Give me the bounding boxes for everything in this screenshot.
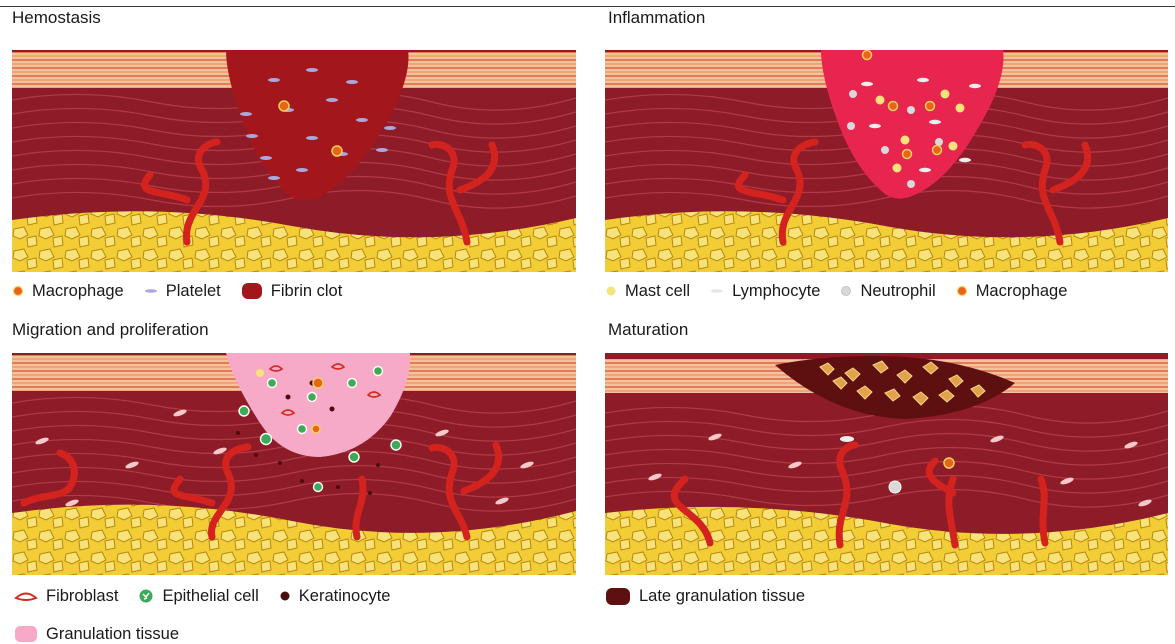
legend-label-macrophage: Macrophage: [32, 281, 124, 301]
legend-label-late-granulation-tissue: Late granulation tissue: [639, 586, 805, 606]
panel-title-inflammation: Inflammation: [608, 8, 705, 28]
legend-label-epithelial-cell: Epithelial cell: [162, 586, 258, 606]
macrophage-cell: [312, 425, 320, 433]
legend-item-late-granulation-tissue: Late granulation tissue: [605, 586, 805, 606]
macrophage-cell: [944, 458, 954, 468]
neutrophil-cell: [889, 481, 901, 493]
epithelial-cell-icon: [138, 588, 154, 604]
legend-label-granulation-tissue: Granulation tissue: [46, 624, 179, 644]
migration-illustration: [12, 353, 576, 575]
panel-title-migration: Migration and proliferation: [12, 320, 209, 340]
legend-item-granulation-tissue: Granulation tissue: [14, 624, 179, 644]
legend-item-mast-cell: Mast cell: [605, 281, 690, 301]
late-granulation-tissue-icon: [605, 586, 631, 606]
hemostasis-illustration: [12, 50, 576, 272]
legend-item-keratinocyte: Keratinocyte: [279, 586, 391, 606]
legend-item-macrophage-2: Macrophage: [956, 281, 1068, 301]
legend-item-platelet: Platelet: [144, 281, 221, 301]
granulation-tissue-icon: [14, 625, 38, 643]
macrophage-icon: [956, 285, 968, 297]
panel-title-maturation: Maturation: [608, 320, 688, 340]
legend-label-fibroblast: Fibroblast: [46, 586, 118, 606]
macrophage-cell: [279, 101, 289, 111]
mast-cell-icon: [605, 285, 617, 297]
legend-label-fibrin-clot: Fibrin clot: [271, 281, 343, 301]
maturation-illustration: [605, 353, 1168, 575]
legend-item-neutrophil: Neutrophil: [840, 281, 935, 301]
legend-migration-row2: Granulation tissue: [14, 624, 199, 644]
inflammation-illustration: [605, 50, 1168, 272]
mast-cell: [256, 369, 264, 377]
legend-label-platelet: Platelet: [166, 281, 221, 301]
fibrin-clot-icon: [241, 282, 263, 300]
fibroblast-icon: [14, 589, 38, 603]
macrophage-cell: [332, 146, 342, 156]
platelet-icon: [144, 287, 158, 295]
legend-item-fibroblast: Fibroblast: [14, 586, 118, 606]
legend-item-fibrin-clot: Fibrin clot: [241, 281, 343, 301]
legend-label-neutrophil: Neutrophil: [860, 281, 935, 301]
legend-label-lymphocyte: Lymphocyte: [732, 281, 820, 301]
legend-migration: Fibroblast Epithelial cell Keratinocyte: [14, 586, 410, 606]
keratinocyte-icon: [279, 590, 291, 602]
legend-hemostasis: Macrophage Platelet Fibrin clot: [12, 281, 362, 301]
macrophage-icon: [12, 285, 24, 297]
legend-maturation: Late granulation tissue: [605, 586, 825, 606]
lymphocyte-icon: [710, 287, 724, 295]
top-rule: [0, 6, 1175, 7]
legend-label-keratinocyte: Keratinocyte: [299, 586, 391, 606]
macrophage-cell: [313, 378, 323, 388]
legend-inflammation: Mast cell Lymphocyte Neutrophil Macropha…: [605, 281, 1087, 301]
panel-title-hemostasis: Hemostasis: [12, 8, 101, 28]
legend-item-epithelial-cell: Epithelial cell: [138, 586, 258, 606]
legend-label-mast-cell: Mast cell: [625, 281, 690, 301]
legend-item-lymphocyte: Lymphocyte: [710, 281, 820, 301]
legend-label-macrophage-2: Macrophage: [976, 281, 1068, 301]
lymphocyte-cell: [840, 436, 854, 442]
neutrophil-icon: [840, 285, 852, 297]
legend-item-macrophage: Macrophage: [12, 281, 124, 301]
